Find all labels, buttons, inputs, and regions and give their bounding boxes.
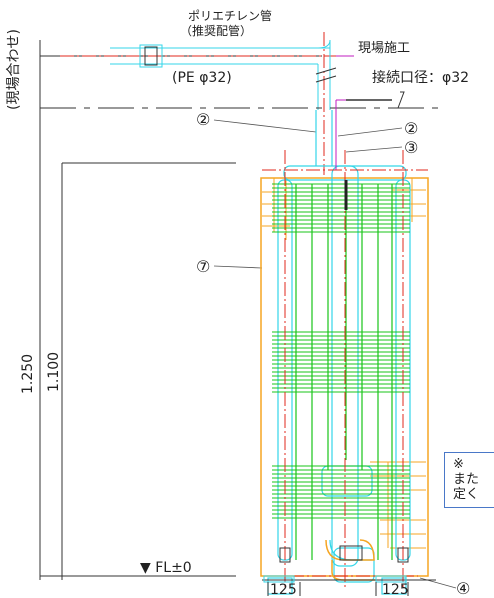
callout-7: ⑦ — [196, 257, 210, 276]
note-line-1: ※ — [453, 457, 464, 472]
note-box: ※ また 定く — [444, 452, 494, 508]
note-line-3: 定く — [453, 487, 480, 502]
field-adjust-label: (現場合わせ) — [6, 29, 22, 110]
pipe-name-label: ポリエチレン管 — [188, 8, 272, 23]
polyethylene-pipe — [40, 32, 354, 175]
site-work-label: 現場施工 — [358, 41, 410, 56]
dim-inner-label: 1.100 — [46, 352, 62, 392]
foot-right-dim: 125 — [382, 582, 409, 598]
note-line-2: また — [453, 472, 480, 487]
foot-left-dim: 125 — [270, 582, 297, 598]
callout-4: ④ — [456, 579, 470, 598]
tank-unit — [260, 100, 429, 595]
pipe-recommended-label: （推奨配管） — [180, 23, 252, 38]
callout-3: ③ — [404, 138, 418, 157]
dim-total-label: 1.250 — [20, 354, 36, 394]
connection-diameter-label: 接続口径：φ32 — [372, 69, 469, 86]
callout-leaders — [213, 119, 457, 589]
callout-2-right: ② — [404, 119, 418, 138]
callout-2-left: ② — [196, 110, 210, 129]
floor-base — [40, 575, 436, 596]
pipe-spec-label: (PE φ32) — [172, 70, 232, 86]
floor-level-label: ▼ FL±0 — [140, 560, 192, 576]
